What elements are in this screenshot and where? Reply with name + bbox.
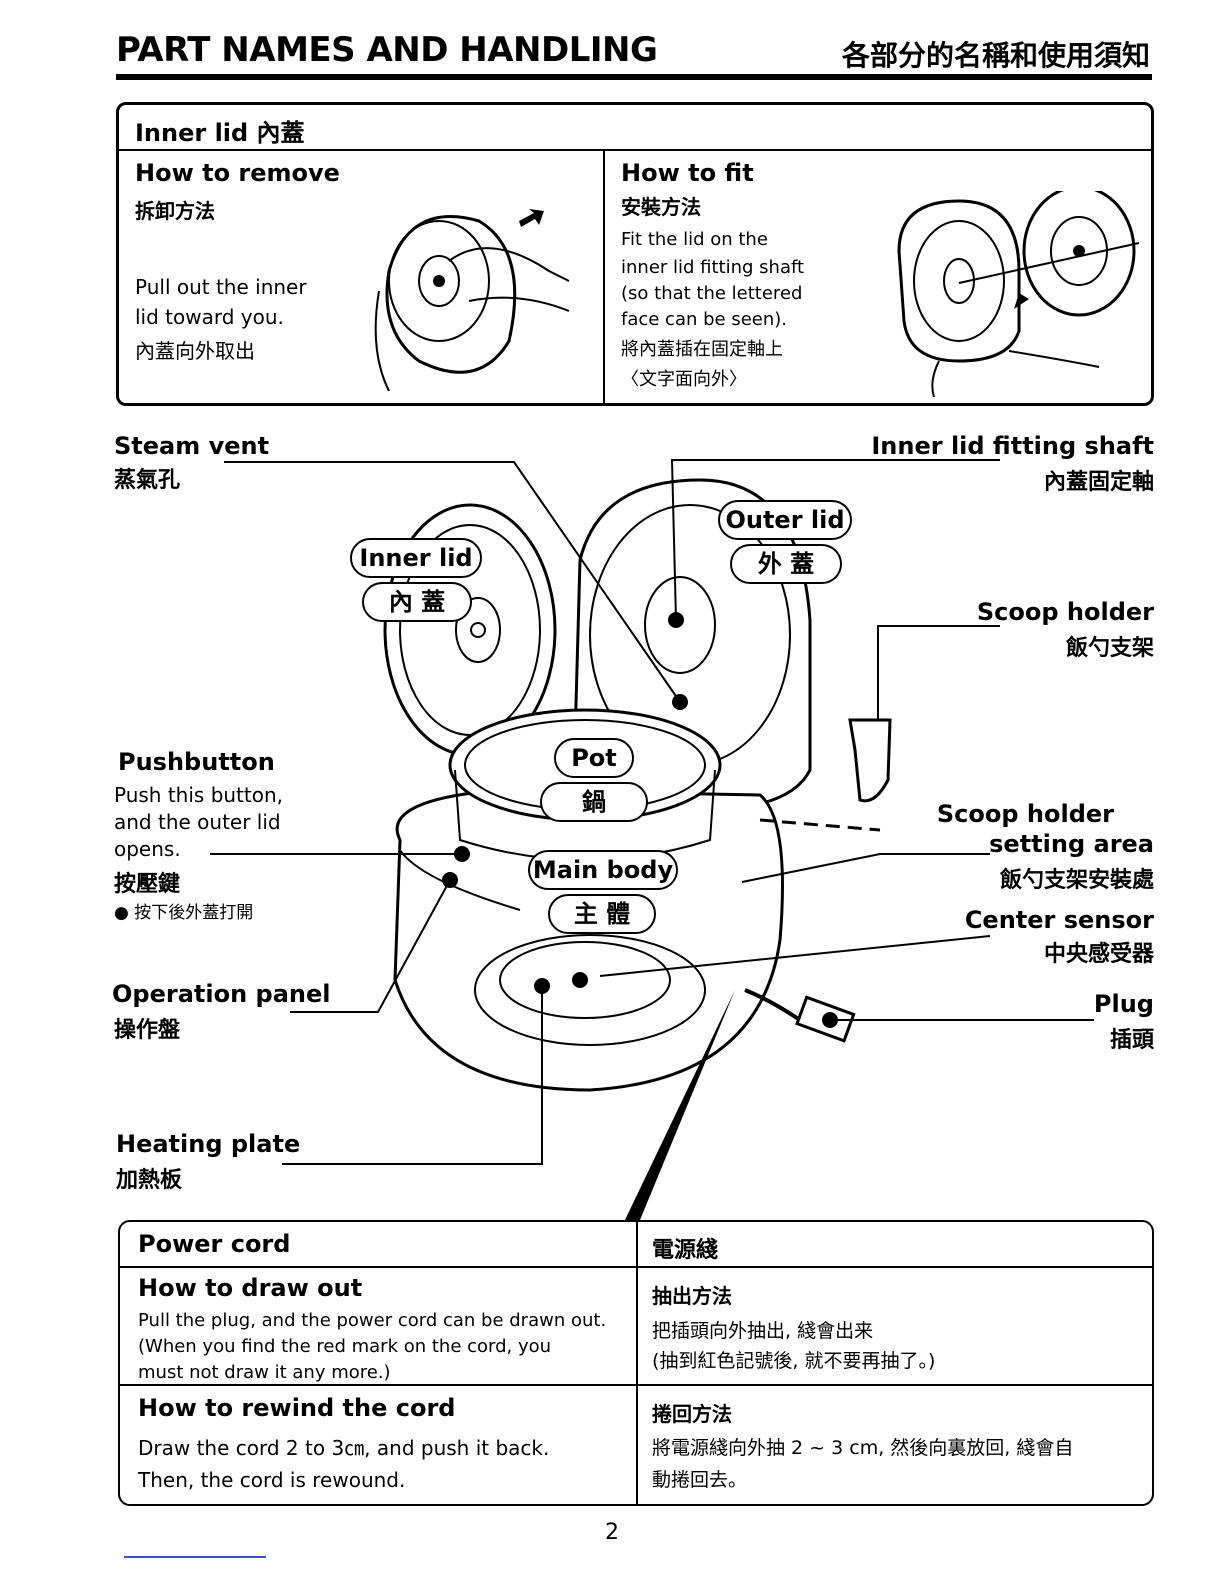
power-cord-box: Power cord 電源綫 How to draw out Pull the …	[118, 1220, 1154, 1506]
rewind-zh-2: 動捲回去。	[652, 1469, 748, 1491]
rewind-text: Draw the cord 2 to 3㎝, and push it back.…	[138, 1432, 549, 1496]
center-sensor-label: Center sensor	[964, 906, 1154, 934]
draw-zh-1: 把插頭向外抽出, 綫會出来	[652, 1320, 874, 1342]
operation-panel-label: Operation panel	[112, 980, 331, 1008]
inner-lid-shaft-label-zh: 內蓋固定軸	[1043, 470, 1154, 495]
plug-label: Plug	[1093, 990, 1154, 1018]
inner-lid-pill-zh: 內 蓋	[362, 582, 472, 622]
footer-line	[124, 1556, 266, 1558]
remove-lid-illustration	[374, 209, 570, 391]
outer-lid-pill-zh: 外 蓋	[730, 544, 842, 584]
operation-panel-label-zh: 操作盤	[114, 1018, 181, 1043]
draw-heading: How to draw out	[138, 1274, 363, 1302]
scoop-holder-label-zh: 飯勺支架	[1065, 636, 1154, 661]
inner-lid-shaft-label: Inner lid fitting shaft	[871, 432, 1154, 460]
fit-line-2: inner lid fitting shaft	[621, 257, 805, 278]
remove-text-zh: 內蓋向外取出	[135, 339, 255, 363]
steam-vent-label-zh: 蒸氣孔	[114, 468, 181, 493]
inner-lid-pill: Inner lid	[350, 538, 482, 578]
fit-lid-illustration	[897, 191, 1140, 397]
heating-plate-label: Heating plate	[116, 1130, 301, 1158]
pushbutton-desc-1: Push this button,	[114, 783, 284, 807]
inner-lid-box-title: Inner lid 內蓋	[135, 119, 305, 147]
page-title: PART NAMES AND HANDLING	[116, 30, 658, 70]
center-sensor-label-zh: 中央感受器	[1043, 942, 1154, 967]
inner-lid-box-title-bar: Inner lid 內蓋	[119, 105, 1151, 151]
pushbutton-desc-zh: ● 按下後外蓋打開	[114, 903, 254, 923]
fit-heading: How to fit	[621, 159, 754, 187]
power-cord-rule-2	[120, 1384, 1152, 1386]
power-cord-title: Power cord	[138, 1230, 291, 1258]
pushbutton-desc: Push this button, and the outer lid open…	[114, 782, 283, 863]
scoop-area-label-1: Scoop holder	[936, 800, 1114, 828]
rewind-line-2: Then, the cord is rewound.	[138, 1468, 406, 1492]
pushbutton-desc-2: and the outer lid	[114, 810, 281, 834]
arrow-icon	[1014, 293, 1029, 309]
draw-text: Pull the plug, and the power cord can be…	[138, 1308, 606, 1386]
main-body-pill-zh: 主 體	[548, 894, 656, 934]
pushbutton-desc-3: opens.	[114, 837, 181, 861]
pot-pill: Pot	[554, 738, 634, 778]
rewind-line-1: Draw the cord 2 to 3㎝, and push it back.	[138, 1436, 550, 1460]
scoop-area-label-2: setting area	[989, 830, 1154, 858]
draw-text-zh: 把插頭向外抽出, 綫會出来 (抽到紅色記號後, 就不要再抽了。)	[652, 1316, 935, 1376]
remove-text-1: Pull out the inner	[135, 275, 307, 299]
fit-zh-1: 將內蓋插在固定軸上	[621, 339, 783, 360]
draw-line-3: must not draw it any more.)	[138, 1362, 391, 1383]
scoop-holder-label: Scoop holder	[976, 598, 1154, 626]
power-cord-rule-1	[120, 1266, 1152, 1268]
rewind-zh-1: 將電源綫向外抽 2 ~ 3 cm, 然後向裏放回, 綫會自	[652, 1437, 1074, 1459]
pot-pill-zh: 鍋	[540, 782, 648, 822]
scoop-area-label-zh: 飯勺支架安裝處	[999, 868, 1154, 893]
fit-line-1: Fit the lid on the	[621, 229, 768, 250]
fit-zh-2: 〈文字面向外〉	[621, 369, 747, 390]
draw-line-1: Pull the plug, and the power cord can be…	[138, 1310, 607, 1331]
steam-vent-label: Steam vent	[114, 432, 270, 460]
heating-plate-label-zh: 加熱板	[116, 1168, 183, 1193]
page-number: 2	[605, 1520, 619, 1545]
header-rule	[116, 74, 1152, 80]
main-body-pill: Main body	[528, 850, 678, 890]
plug-label-zh: 插頭	[1109, 1028, 1154, 1053]
pushbutton-label: Pushbutton	[118, 748, 275, 776]
draw-heading-zh: 抽出方法	[652, 1284, 732, 1308]
rewind-heading: How to rewind the cord	[138, 1394, 456, 1422]
outer-lid-pill: Outer lid	[718, 500, 852, 540]
inner-lid-box: Inner lid 內蓋 How to remove 拆卸方法 Pull out…	[116, 102, 1154, 406]
rewind-text-zh: 將電源綫向外抽 2 ~ 3 cm, 然後向裏放回, 綫會自 動捲回去。	[652, 1432, 1073, 1496]
fit-line-3: (so that the lettered	[621, 283, 803, 304]
remove-heading-zh: 拆卸方法	[135, 199, 215, 223]
rewind-heading-zh: 捲回方法	[652, 1402, 732, 1426]
arrow-icon	[519, 209, 544, 227]
power-cord-divider	[636, 1222, 638, 1504]
draw-line-2: (When you find the red mark on the cord,…	[138, 1336, 552, 1357]
draw-zh-2: (抽到紅色記號後, 就不要再抽了。)	[652, 1350, 936, 1372]
pushbutton-label-zh: 按壓鍵	[114, 872, 181, 897]
power-cord-title-zh: 電源綫	[652, 1238, 719, 1263]
page-title-zh: 各部分的名稱和使用須知	[841, 39, 1150, 72]
remove-text-2: lid toward you.	[135, 305, 284, 329]
fit-heading-zh: 安裝方法	[621, 195, 701, 219]
inner-lid-box-divider	[603, 151, 605, 403]
remove-heading: How to remove	[135, 159, 340, 187]
fit-line-4: face can be seen).	[621, 309, 788, 330]
